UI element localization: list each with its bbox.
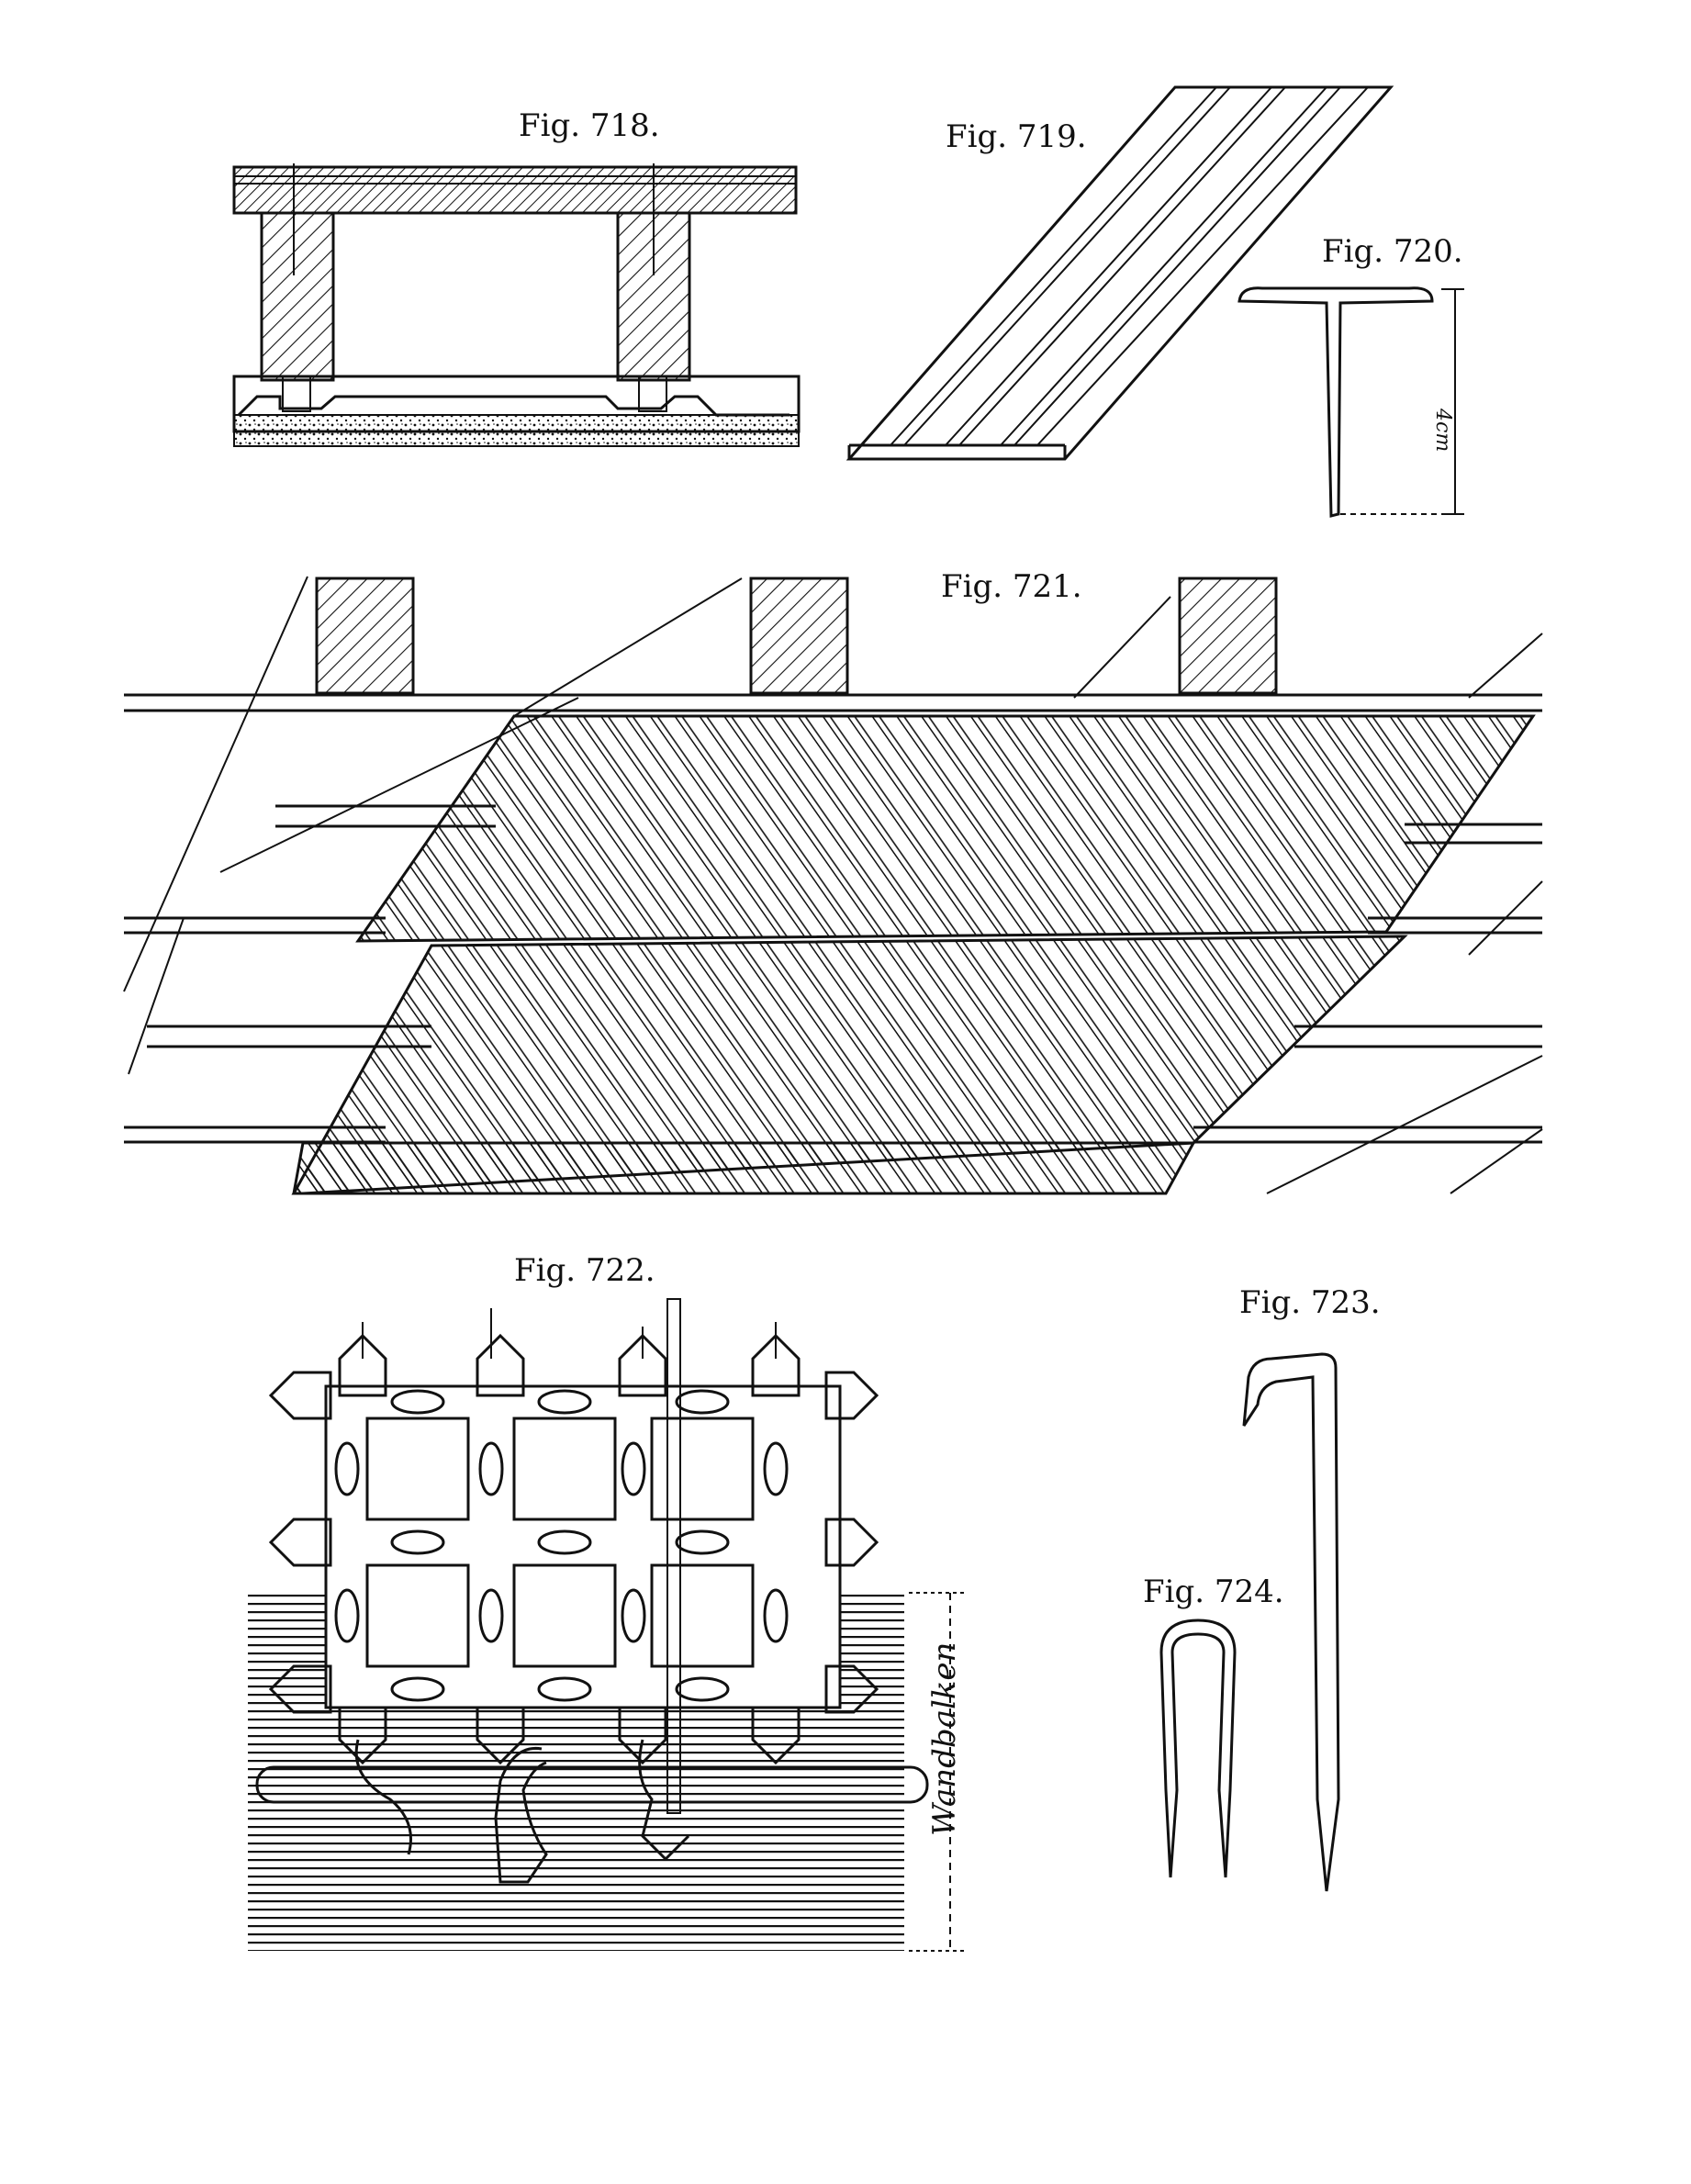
rafter-3 — [1178, 577, 1278, 695]
caption-fig-721: Fig. 721. — [941, 568, 1082, 605]
lattice — [268, 1333, 879, 1765]
figure-723: Fig. 723. — [1239, 1284, 1381, 1892]
caption-fig-724: Fig. 724. — [1143, 1574, 1284, 1610]
figure-722: Fig. 722. Wandbalken — [248, 1252, 964, 1952]
caption-fig-722: Fig. 722. — [514, 1252, 655, 1289]
caption-fig-718: Fig. 718. — [519, 107, 660, 144]
sheet-upper — [355, 714, 1536, 943]
caption-fig-723: Fig. 723. — [1239, 1284, 1381, 1321]
rafter-1 — [315, 577, 415, 695]
horizontal-pipe — [255, 1765, 929, 1804]
foundation-bed — [233, 414, 800, 447]
figure-721: Fig. 721. — [123, 568, 1543, 1195]
grooved-board — [846, 85, 1394, 461]
vertical-rod — [666, 1298, 681, 1814]
u-staple — [1159, 1618, 1237, 1878]
figure-719: Fig. 719. — [846, 85, 1394, 461]
rafter-2 — [749, 577, 849, 695]
wandbalken-label: Wandbalken — [926, 1642, 963, 1836]
dimension-label: 4cm — [1431, 408, 1454, 452]
left-post — [260, 211, 335, 382]
caption-fig-720: Fig. 720. — [1322, 233, 1463, 270]
figure-724: Fig. 724. — [1143, 1574, 1284, 1878]
figure-718: Fig. 718. — [232, 107, 801, 447]
wire-left — [354, 1739, 412, 1855]
wire-right — [638, 1739, 690, 1862]
figure-720: Fig. 720. 4cm — [1237, 233, 1464, 518]
hook-nail — [1242, 1352, 1340, 1892]
clamp-hook — [494, 1746, 548, 1884]
top-plank — [232, 165, 798, 215]
t-profile — [1237, 286, 1434, 518]
caption-fig-719: Fig. 719. — [946, 118, 1087, 155]
